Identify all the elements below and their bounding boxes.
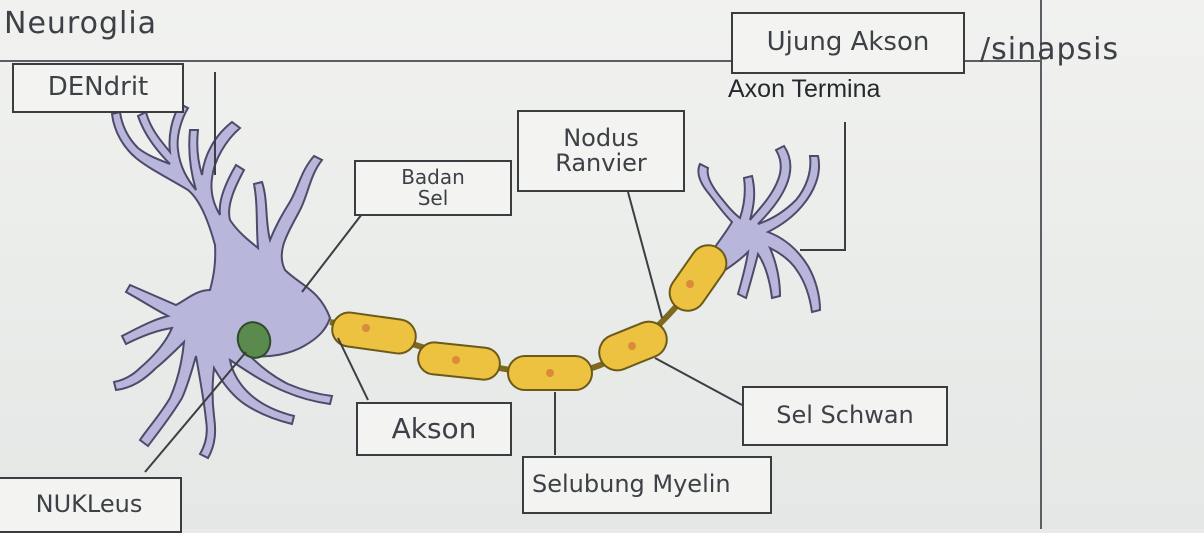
- label-axon-terminal: Axon Termina: [728, 75, 880, 104]
- schwann-nucleus: [452, 356, 460, 364]
- cell-body: [112, 104, 332, 458]
- leader-sel-schwan: [655, 358, 742, 405]
- label-dendrit: DENdrit: [12, 63, 184, 113]
- leader-badan-sel: [302, 214, 362, 292]
- label-sel-schwan: Sel Schwan: [742, 386, 948, 446]
- dendrite-shape: [112, 104, 332, 458]
- label-badan-sel: Badan Sel: [354, 160, 512, 216]
- schwann-nucleus: [686, 280, 694, 288]
- leader-nodus: [628, 192, 662, 318]
- label-sinapsis: /sinapsis: [980, 32, 1119, 67]
- label-ujung-akson: Ujung Akson: [731, 12, 965, 74]
- schwann-nucleus: [628, 342, 636, 350]
- schwann-nucleus: [546, 369, 554, 377]
- label-akson: Akson: [356, 402, 512, 456]
- axon-terminal-shape: [698, 146, 820, 312]
- label-selubung-myelin: Selubung Myelin: [522, 456, 772, 514]
- label-nukleus: NUKLeus: [0, 477, 182, 533]
- schwann-nucleus: [362, 324, 370, 332]
- label-nodus-ranvier: Nodus Ranvier: [517, 110, 685, 192]
